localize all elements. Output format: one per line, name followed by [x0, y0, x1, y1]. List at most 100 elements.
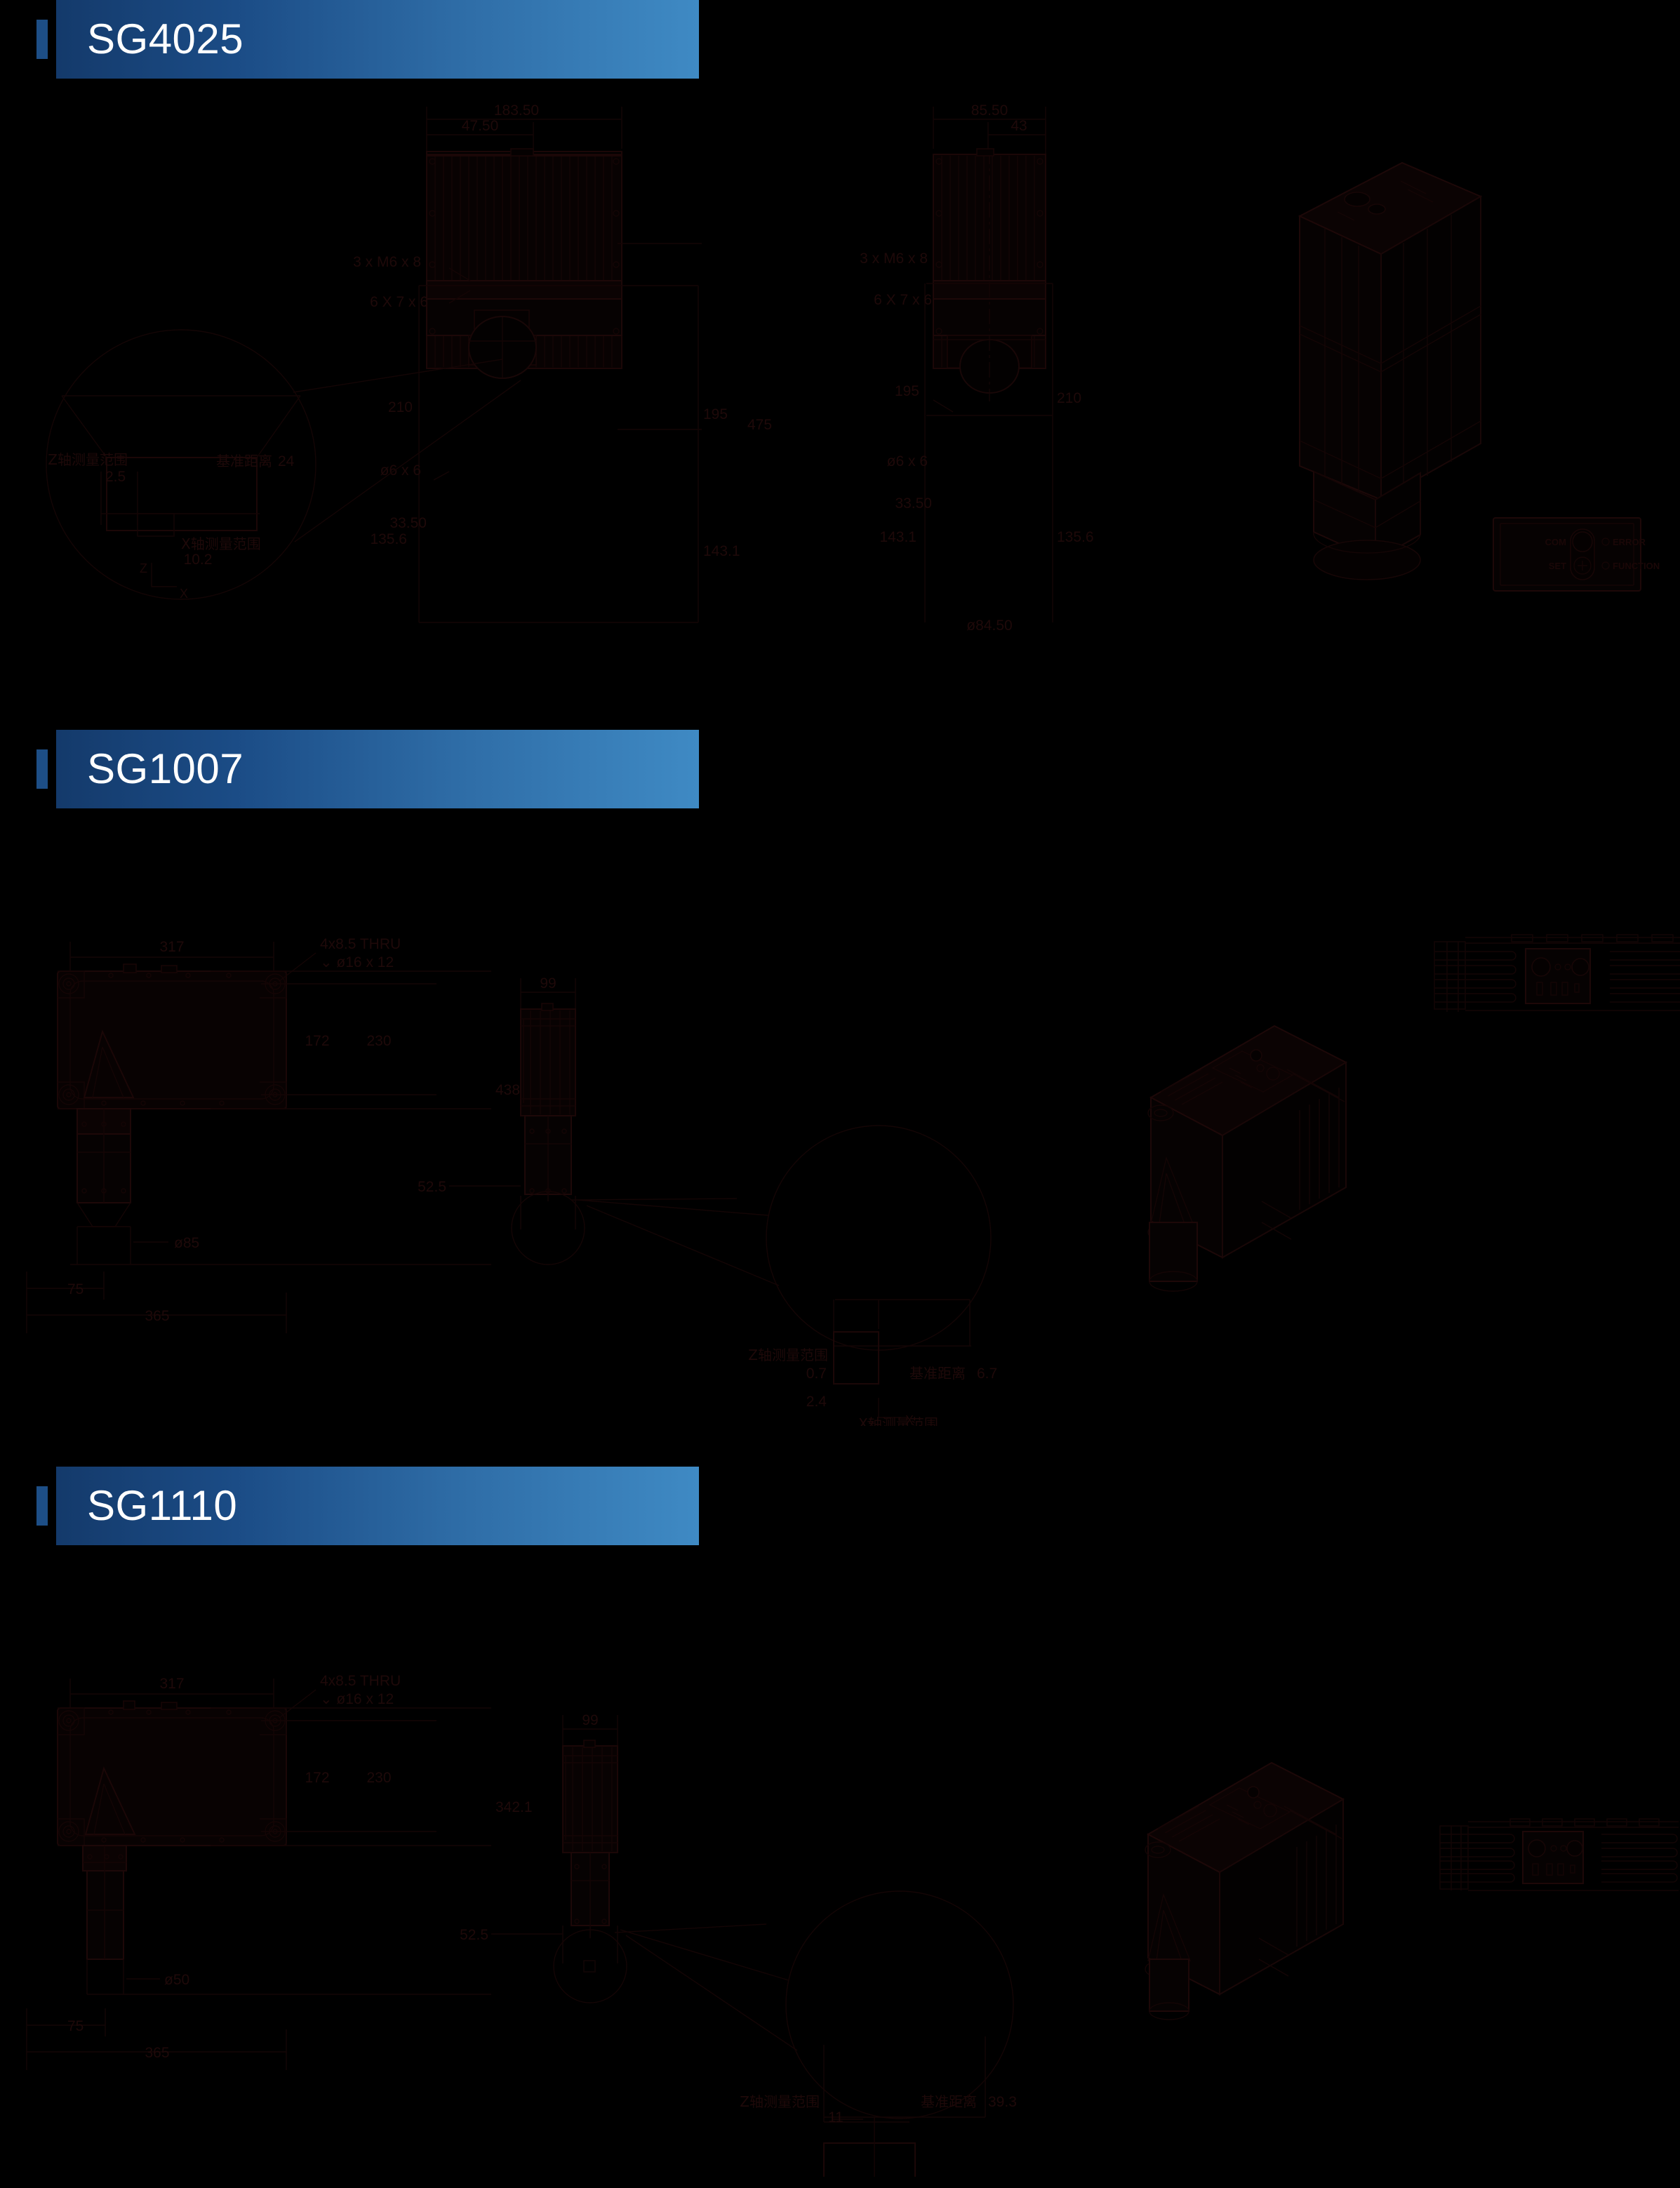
- dim-text: 3 x M6 x 8: [353, 254, 421, 270]
- cad-svg-sg4025: 183.50 47.50 3 x M6 x 8 6 X 7 x 6 210 19…: [46, 102, 1660, 634]
- detail-label-ref: 基准距离: [216, 453, 272, 469]
- axis-label-z: Z: [867, 1419, 874, 1426]
- section-header-sg1110: SG1110: [0, 1467, 1680, 1545]
- isometric-render-sg1110: [1145, 1761, 1345, 2020]
- dim-text: 210: [388, 399, 413, 415]
- axis-label-x: X: [905, 1413, 914, 1426]
- dim-text: 195: [703, 406, 728, 422]
- dim-text: 52.5: [418, 1179, 446, 1195]
- dim-text: 475: [747, 417, 772, 433]
- detail-value-ref: 39.3: [988, 2094, 1017, 2110]
- detail-callout-sg4025: Z轴测量范围 2.5 X轴测量范围 10.2 基准距离 24 Z X: [46, 329, 521, 601]
- dim-text: 183.50: [494, 102, 539, 119]
- control-panel-sg4025: COM ERROR SET FUNCTION: [1493, 517, 1660, 592]
- front-view-sg1110: 317 4x8.5 THRU ⌄ ø16 x 12 172 230 342.1 …: [26, 1673, 533, 2070]
- dim-text: ø84.50: [966, 618, 1012, 634]
- dim-text: 4x8.5 THRU: [320, 936, 401, 952]
- detail-value-x: 2.4: [806, 1394, 827, 1410]
- detail-label-ref: 基准距离: [909, 1365, 966, 1382]
- dim-text: 85.50: [971, 102, 1008, 119]
- section-title-sg1007: SG1007: [87, 745, 244, 792]
- axis-label-x: X: [180, 587, 188, 601]
- banner-sg1007: SG1007: [56, 730, 699, 808]
- detail-label-z: Z轴测量范围: [740, 2093, 820, 2110]
- dim-text: 230: [366, 1033, 391, 1049]
- section-header-sg1007: SG1007: [0, 730, 1680, 808]
- dim-text: 143.1: [703, 543, 740, 559]
- connector-panel-sg1007: [1434, 934, 1680, 1012]
- panel-label: SET: [1549, 561, 1566, 571]
- banner-sg4025: SG4025: [56, 0, 699, 79]
- side-view-sg4025: 85.50 43 3 x M6 x 8 6 X 7 x 6 195 210 ø6…: [860, 102, 1093, 634]
- dim-text: 210: [1057, 390, 1081, 406]
- dim-text: 172: [305, 1033, 329, 1049]
- detail-value-z: 2.5: [105, 469, 126, 485]
- dim-text: 75: [67, 1281, 84, 1298]
- detail-label-ref: 基准距离: [921, 2093, 977, 2110]
- dim-text: 135.6: [370, 531, 407, 547]
- dim-text: 172: [305, 1770, 329, 1786]
- drawings-sg1110: 317 4x8.5 THRU ⌄ ø16 x 12 172 230 342.1 …: [0, 1545, 1680, 2177]
- dim-text: 6 X 7 x 6: [370, 294, 428, 310]
- section-sg1110: SG1110: [0, 1467, 1680, 2177]
- banner-tick-icon: [36, 1486, 48, 1526]
- section-header-sg4025: SG4025: [0, 0, 1680, 79]
- dim-text: ⌄ ø16 x 12: [320, 1691, 394, 1707]
- dim-text: 43: [1011, 118, 1027, 134]
- cad-svg-sg1110: 317 4x8.5 THRU ⌄ ø16 x 12 172 230 342.1 …: [26, 1673, 1679, 2177]
- banner-tick-icon: [36, 20, 48, 59]
- dim-text: 438: [495, 1082, 520, 1098]
- section-title-sg1110: SG1110: [87, 1482, 238, 1529]
- dim-text: 135.6: [1057, 529, 1094, 545]
- front-view-sg4025: 183.50 47.50 3 x M6 x 8 6 X 7 x 6 210 19…: [353, 102, 772, 623]
- panel-label: ERROR: [1613, 537, 1646, 547]
- cad-svg-sg1007: 317 4x8.5 THRU ⌄ ø16 x 12 172 230 438 ø8…: [26, 934, 1680, 1426]
- detail-value-z: 11: [828, 2109, 844, 2126]
- side-view-sg1007: 99 52.5: [418, 975, 738, 1265]
- dim-text: 143.1: [879, 529, 916, 545]
- dim-text: 3 x M6 x 8: [860, 251, 928, 267]
- detail-label-z: Z轴测量范围: [48, 451, 128, 468]
- dim-text: ø6 x 6: [887, 453, 928, 469]
- detail-value-ref: 6.7: [977, 1366, 997, 1382]
- drawings-sg1007: 317 4x8.5 THRU ⌄ ø16 x 12 172 230 438 ø8…: [0, 808, 1680, 1426]
- detail-value-z: 0.7: [806, 1366, 827, 1382]
- section-sg1007: SG1007: [0, 730, 1680, 1426]
- dim-text: 342.1: [495, 1799, 533, 1815]
- drawings-sg4025: 183.50 47.50 3 x M6 x 8 6 X 7 x 6 210 19…: [0, 79, 1680, 710]
- axis-label-z: Z: [140, 561, 147, 575]
- connector-panel-sg1110: [1439, 1818, 1679, 1891]
- detail-callout-sg1007: Z轴测量范围 0.7 X轴测量范围 2.4 基准距离 6.7 Z X: [578, 1125, 997, 1426]
- dim-text: 33.50: [389, 515, 427, 531]
- dim-text: 365: [145, 1308, 169, 1324]
- dim-text: ø6 x 6: [380, 462, 421, 479]
- dim-text: 99: [540, 975, 556, 992]
- detail-label-z: Z轴测量范围: [748, 1347, 828, 1363]
- dim-text: 6 X 7 x 6: [874, 292, 932, 308]
- dim-text: 52.5: [460, 1927, 488, 1943]
- isometric-render-sg4025: [1298, 161, 1483, 580]
- dim-text: ⌄ ø16 x 12: [320, 954, 394, 970]
- detail-value-ref: 24: [278, 453, 295, 469]
- panel-label: FUNCTION: [1613, 561, 1660, 571]
- dim-text: 99: [582, 1712, 598, 1728]
- front-view-sg1007: 317 4x8.5 THRU ⌄ ø16 x 12 172 230 438 ø8…: [26, 936, 520, 1333]
- detail-value-x: 10.2: [184, 552, 213, 568]
- dim-text: 317: [159, 1676, 184, 1692]
- dim-text: ø85: [174, 1235, 199, 1251]
- banner-sg1110: SG1110: [56, 1467, 699, 1545]
- dim-text: 4x8.5 THRU: [320, 1673, 401, 1689]
- dim-text: 230: [366, 1770, 391, 1786]
- dim-text: 195: [895, 383, 919, 399]
- isometric-render-sg1007: [1147, 1025, 1348, 1292]
- section-sg4025: SG4025: [0, 0, 1680, 710]
- detail-label-x: X轴测量范围: [181, 535, 261, 552]
- section-title-sg4025: SG4025: [87, 15, 244, 62]
- dim-text: 317: [159, 939, 184, 955]
- detail-callout-sg1110: Z轴测量范围 11 X轴测量范围 11.8 基准距离 39.3 Z X: [620, 1890, 1017, 2177]
- banner-tick-icon: [36, 749, 48, 789]
- dim-text: 365: [145, 2045, 169, 2061]
- dim-text: ø50: [164, 1972, 189, 1988]
- dim-text: 47.50: [462, 118, 499, 134]
